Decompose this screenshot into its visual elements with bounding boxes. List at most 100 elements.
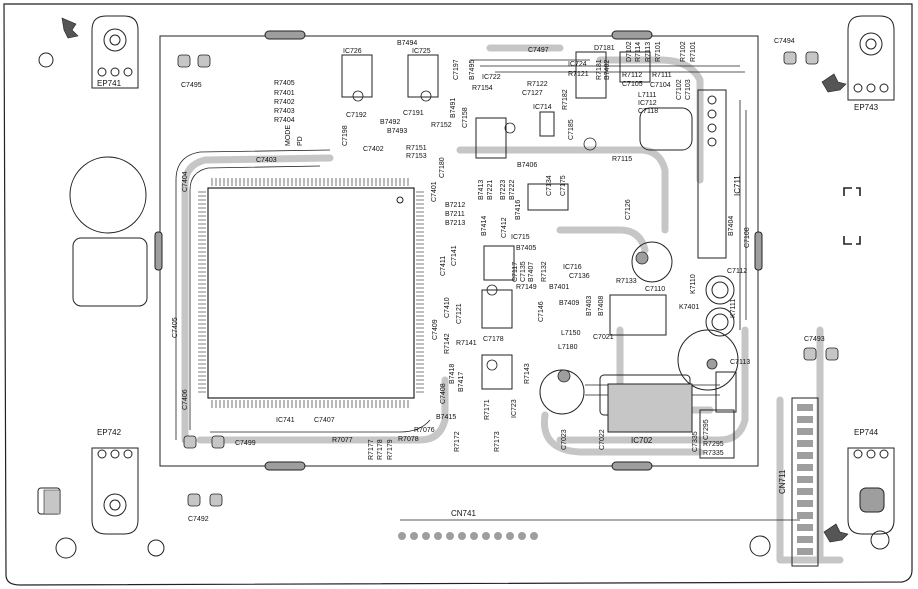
ep743-label: EP743 — [854, 103, 879, 112]
r7121-label: R7121 — [568, 71, 589, 78]
b7418-label: B7418 — [449, 363, 456, 384]
r7178-label: R7178 — [377, 439, 384, 460]
r7102-label: R7102 — [680, 41, 687, 62]
c7403-label: C7403 — [256, 157, 277, 164]
r7154-label: R7154 — [472, 85, 493, 92]
ic725-label: IC725 — [412, 48, 431, 55]
c7135-label: C7135 — [520, 261, 527, 282]
c7112-label: C7112 — [727, 268, 748, 275]
b7405-label: B7405 — [516, 245, 537, 252]
ep742-label: EP742 — [97, 428, 122, 437]
mode-label: MODE — [285, 125, 292, 146]
c7494-label: C7494 — [774, 38, 795, 45]
l7180-label: L7180 — [558, 344, 578, 351]
r7172-label: R7172 — [454, 431, 461, 452]
c7117-label: C7117 — [512, 261, 519, 282]
c7497-label: C7497 — [528, 47, 549, 54]
r7173-label: R7173 — [494, 431, 501, 452]
r7295-label: R7295 — [703, 441, 724, 448]
r7401-label: R7401 — [274, 90, 295, 97]
b7493-label: B7493 — [387, 128, 408, 135]
r7142-label: R7142 — [444, 333, 451, 354]
r7101-label: R7101 — [655, 41, 662, 62]
ic724-label: IC724 — [568, 61, 587, 68]
c7104-label: C7104 — [650, 82, 671, 89]
c7407-label: C7407 — [314, 417, 335, 424]
r7179-label: R7179 — [387, 439, 394, 460]
r7402-label: R7402 — [274, 99, 295, 106]
b7221-label: B7221 — [487, 179, 494, 200]
c7108-label: C7108 — [744, 227, 751, 248]
c7110-label: C7110 — [645, 286, 666, 293]
b7495-label: B7495 — [469, 59, 476, 80]
b7491-label: B7491 — [450, 97, 457, 118]
b7403-label: B7403 — [586, 295, 593, 316]
b7406-label: B7406 — [517, 162, 538, 169]
c7492-label: C7492 — [188, 516, 209, 523]
k7401-label: K7401 — [679, 304, 700, 311]
c7405-label: C7405 — [172, 317, 179, 338]
ic741-label: IC741 — [276, 417, 295, 424]
c7023-label: C7023 — [561, 429, 568, 450]
r7113-label: R7113 — [645, 41, 652, 62]
r7404-label: R7404 — [274, 117, 295, 124]
c7134-label: C7134 — [546, 175, 553, 196]
r7111-label: R7111 — [652, 72, 672, 79]
k7111-label: K7111 — [730, 298, 737, 318]
b7417-label: B7417 — [458, 371, 465, 392]
c7102-label: C7102 — [676, 79, 683, 100]
b7494-label: B7494 — [397, 40, 418, 47]
r7181-label: R7181 — [596, 59, 603, 80]
b7414-label: B7414 — [481, 215, 488, 236]
r7405-label: R7405 — [274, 80, 295, 87]
l7150-label: L7150 — [561, 330, 581, 337]
b7415-label: B7415 — [436, 414, 457, 421]
c7335-label: C7335 — [692, 431, 699, 452]
ep741-label: EP741 — [97, 79, 122, 88]
r7077-label: R7077 — [332, 437, 353, 444]
r7132-label: R7132 — [541, 261, 548, 282]
c7409-label: C7409 — [432, 319, 439, 340]
b7211-label: B7211 — [445, 211, 465, 218]
r7152-label: R7152 — [431, 122, 452, 129]
b7401-label: B7401 — [549, 284, 570, 291]
b7492-label: B7492 — [380, 119, 401, 126]
r7122-label: R7122 — [527, 81, 548, 88]
r7114-label: R7114 — [635, 41, 642, 62]
c7021-label: C7021 — [593, 334, 614, 341]
b7212-label: B7212 — [445, 202, 466, 209]
r7112-label: R7112 — [622, 72, 643, 79]
l7111-label: L7111 — [638, 92, 657, 99]
c7175-label: C7175 — [560, 175, 567, 196]
b7223-label: B7223 — [500, 179, 507, 200]
c7404-label: C7404 — [182, 171, 189, 192]
b7213-label: B7213 — [445, 220, 466, 227]
b7407-label: B7407 — [528, 261, 535, 282]
c7406-label: C7406 — [182, 389, 189, 410]
c7103-label: C7103 — [685, 79, 692, 100]
ic722-label: IC722 — [482, 74, 501, 81]
cn741-label: CN741 — [451, 509, 476, 518]
c7141-label: C7141 — [451, 245, 458, 266]
d7102-label: D7102 — [626, 41, 633, 62]
c7178-label: C7178 — [483, 336, 504, 343]
r7101b-label: R7101 — [690, 41, 697, 62]
ic702-label: IC702 — [631, 436, 653, 445]
r7141-label: R7141 — [456, 340, 477, 347]
r7182-label: R7182 — [562, 89, 569, 110]
c7113-label: C7113 — [730, 359, 751, 366]
c7192-label: C7192 — [346, 112, 367, 119]
c7118-label: C7118 — [638, 108, 659, 115]
r7151-label: R7151 — [406, 145, 427, 152]
b7409-label: B7409 — [559, 300, 580, 307]
c7410-label: C7410 — [444, 297, 451, 318]
c7185-label: C7185 — [568, 119, 575, 140]
c7402-label: C7402 — [363, 146, 384, 153]
r7149-label: R7149 — [516, 284, 537, 291]
c7412-label: C7412 — [501, 217, 508, 238]
ep744-label: EP744 — [854, 428, 879, 437]
r7115-label: R7115 — [612, 156, 633, 163]
ic715-label: IC715 — [511, 234, 530, 241]
c7146-label: C7146 — [538, 301, 545, 322]
